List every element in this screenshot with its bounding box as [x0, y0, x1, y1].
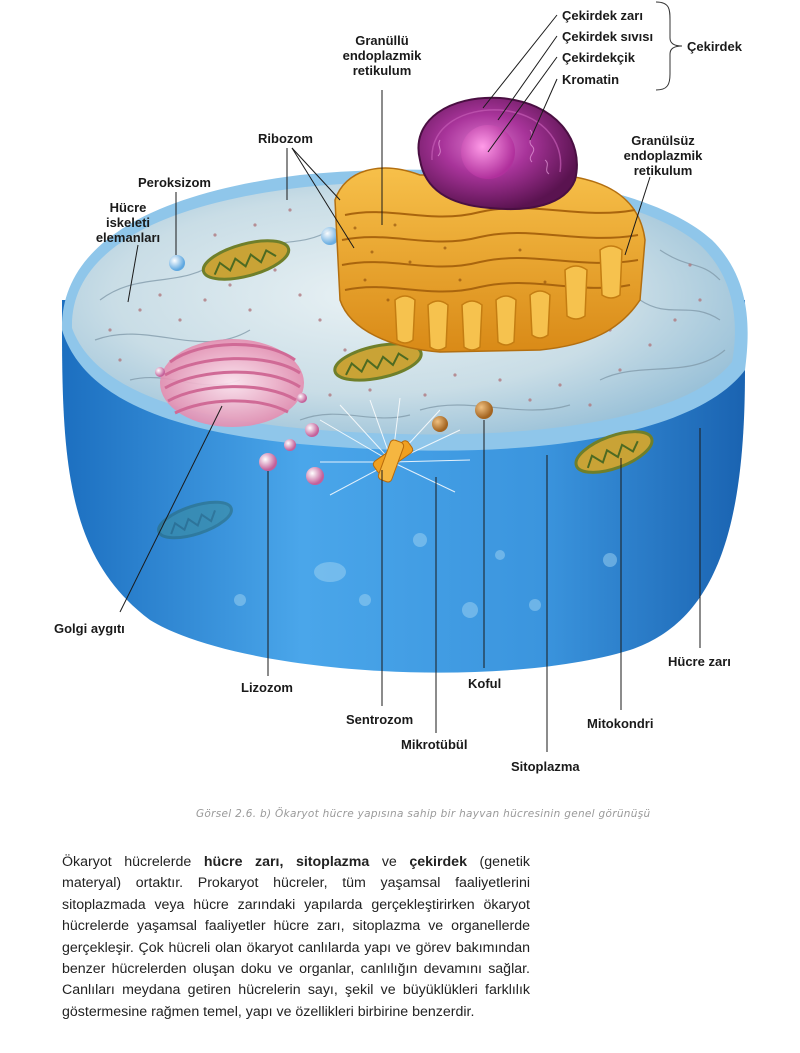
label-cytoskeleton: Hücre iskeleti elemanları	[95, 200, 161, 245]
label-vacuole: Koful	[468, 676, 502, 691]
label-nuclear-envelope: Çekirdek zarı	[562, 8, 643, 23]
paragraph-part: ve	[369, 854, 410, 870]
mitochondrion-2	[333, 342, 423, 382]
centrosome	[372, 439, 414, 483]
leader-lines	[119, 14, 701, 752]
label-smooth-er: Granülsüz endoplazmik retikulum	[623, 133, 703, 178]
label-nucleoplasm: Çekirdek sıvısı	[562, 29, 654, 44]
label-cell-membrane: Hücre zarı	[668, 654, 731, 669]
nucleus	[417, 96, 578, 211]
label-lysosome: Lizozom	[241, 680, 293, 695]
mitochondrion-1	[201, 239, 291, 281]
label-centrosome: Sentrozom	[346, 712, 414, 727]
label-nucleolus: Çekirdekçik	[562, 50, 635, 65]
label-golgi: Golgi aygıtı	[54, 621, 125, 636]
golgi-apparatus	[155, 339, 307, 427]
label-peroxisome: Peroksizom	[138, 175, 211, 190]
mitochondrion-3	[574, 430, 654, 474]
label-nucleus: Çekirdek	[687, 39, 742, 54]
lysosomes	[259, 423, 324, 485]
nucleus-brace	[655, 1, 683, 91]
label-microtubule: Mikrotübül	[401, 737, 468, 752]
label-mitochondrion: Mitokondri	[587, 716, 654, 731]
label-rough-er: Granüllü endoplazmik retikulum	[342, 33, 422, 78]
mitochondrion-submerged	[157, 500, 233, 540]
vacuole-2	[475, 401, 493, 419]
paragraph-bold: çekirdek	[409, 854, 467, 870]
paragraph-bold: hücre zarı, sitoplazma	[203, 854, 370, 870]
animal-cell-diagram	[61, 1, 748, 752]
label-cytoplasm: Sitoplazma	[511, 759, 580, 774]
peroxisome-2	[321, 227, 339, 245]
endoplasmic-reticulum	[334, 167, 646, 353]
vacuole-1	[432, 416, 448, 432]
label-chromatin: Kromatin	[562, 72, 620, 87]
ribosome-dots	[108, 208, 702, 407]
figure-caption: Görsel 2.6. b) Ökaryot hücre yapısına sa…	[196, 808, 651, 820]
submerged-organelles	[234, 533, 617, 618]
label-ribosome: Ribozom	[258, 131, 313, 146]
paragraph-part: (genetik materyal) ortaktır. Prokaryot h…	[62, 854, 530, 1020]
body-paragraph: Ökaryot hücrelerde hücre zarı, sitoplazm…	[62, 852, 530, 1023]
peroxisome	[169, 255, 185, 271]
paragraph-part: Ökaryot hücrelerde	[62, 854, 204, 870]
